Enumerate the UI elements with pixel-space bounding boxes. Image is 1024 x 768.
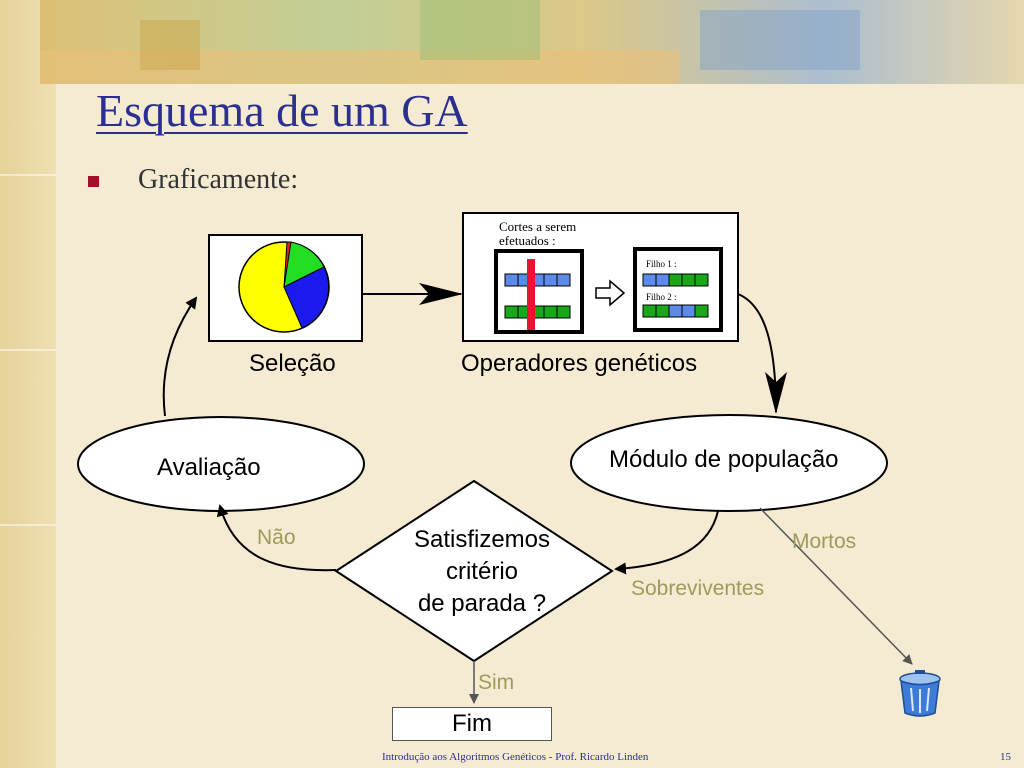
arrow-decision-to-evaluation — [216, 504, 337, 572]
dead-label: Mortos — [792, 530, 857, 553]
parent-chromosome-1 — [504, 273, 571, 287]
operators-label: Operadores genéticos — [461, 350, 698, 377]
arrow-operators-to-population — [737, 293, 787, 414]
yes-label: Sim — [478, 671, 515, 694]
decision-line-1: Satisfizemos — [413, 526, 551, 553]
roulette-pie-icon — [238, 241, 330, 333]
decision-text: Satisfizemos critério de parada ? — [380, 524, 584, 620]
page-number: 15 — [1000, 751, 1011, 763]
no-label: Não — [257, 526, 296, 549]
trash-can-icon — [899, 670, 941, 717]
arrow-evaluation-to-selection — [162, 296, 198, 417]
arrow-population-to-decision — [614, 510, 719, 575]
population-ellipse — [570, 414, 888, 512]
parents-box — [494, 249, 584, 334]
survivors-label: Sobreviventes — [631, 577, 765, 600]
end-box: Fim — [392, 707, 552, 741]
cuts-label-text: Cortes a serem efetuados : — [499, 219, 577, 248]
decision-line-2: critério — [445, 558, 518, 585]
parent-chromosome-2 — [504, 305, 571, 319]
bullet-text: Graficamente: — [138, 164, 299, 195]
child-chromosome-1 — [642, 273, 709, 287]
population-label: Módulo de população — [609, 446, 839, 473]
child-chromosome-2 — [642, 304, 709, 318]
hollow-arrow-icon — [595, 279, 626, 307]
selection-label: Seleção — [249, 350, 336, 377]
arrow-population-to-trash — [759, 507, 913, 665]
child2-label: Filho 2 : — [646, 292, 677, 302]
cuts-label: Cortes a serem efetuados : — [499, 220, 609, 248]
footer-credit: Introdução aos Algoritmos Genéticos - Pr… — [382, 751, 649, 763]
slide-title: Esquema de um GA — [96, 85, 468, 136]
child1-label: Filho 1 : — [646, 259, 677, 269]
bullet-marker — [88, 176, 99, 187]
evaluation-label: Avaliação — [157, 454, 261, 481]
cut-line — [527, 259, 535, 330]
decision-line-3: de parada ? — [417, 590, 547, 617]
